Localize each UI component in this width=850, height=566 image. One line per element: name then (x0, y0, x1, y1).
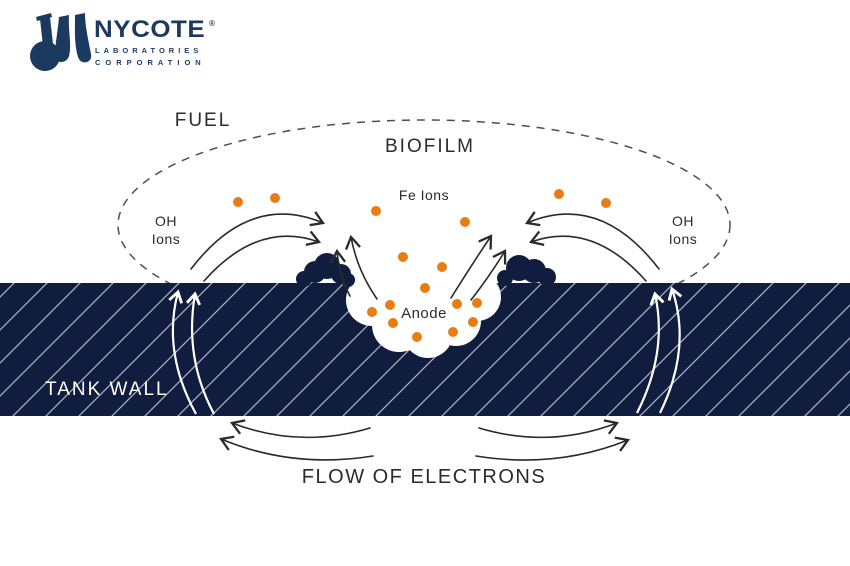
logo-corporation-text: CORPORATION (95, 58, 206, 67)
wall-arrow-right-1 (636, 291, 665, 414)
fe-ion-dot (420, 283, 430, 293)
fe-ion-dot (448, 327, 458, 337)
bottom-arrow-left-lower (219, 435, 374, 461)
biofilm-label: BIOFILM (384, 136, 476, 157)
wall-arrow-left-1 (168, 289, 197, 415)
oh-ions-right-line2: Ions (668, 231, 698, 247)
fe-ion-dot (412, 332, 422, 342)
fe-ion-dot (367, 307, 377, 317)
tank-wall-label: TANK WALL (45, 379, 169, 400)
oh-arrow-left-upper (190, 211, 325, 270)
fe-ion-dot (601, 198, 611, 208)
registered-trademark-icon: ® (209, 19, 215, 28)
fe-ion-dot (468, 317, 478, 327)
logo-laboratories-text: LABORATORIES (95, 46, 203, 55)
logo-brand-text: NYCOTE (94, 16, 206, 43)
fe-ion-dot (437, 262, 447, 272)
oh-arrow-left-lower (203, 230, 322, 282)
oh-ions-left-line2: Ions (151, 231, 181, 247)
flask-logo-icon (30, 13, 92, 71)
wall-arrow-right-2 (659, 286, 683, 414)
fe-ion-dot (460, 217, 470, 227)
corrosion-pit (346, 266, 501, 358)
oh-ions-left-line1: OH (155, 213, 177, 229)
electron-flow-arrows-bottom (219, 419, 631, 461)
bottom-arrow-right-upper (478, 419, 620, 439)
pit-arrow-left-inner (344, 234, 378, 300)
oh-ion-arrows (190, 211, 660, 282)
electron-arrows-through-wall (168, 286, 683, 415)
fe-ion-dot (472, 298, 482, 308)
bottom-arrow-left-upper (229, 419, 371, 439)
fe-ion-release-arrows (329, 234, 507, 301)
oh-ions-right-line1: OH (672, 213, 694, 229)
fe-ion-dot (452, 299, 462, 309)
tubercle-left (296, 253, 355, 287)
biofilm-boundary-ellipse (117, 119, 731, 331)
fe-ion-dot (398, 252, 408, 262)
fe-ion-dot (371, 206, 381, 216)
fe-ions-label: Fe Ions (398, 187, 450, 203)
fe-ion-dot (554, 189, 564, 199)
pit-arrow-left-outer (329, 248, 351, 297)
bottom-arrow-right-lower (475, 436, 631, 461)
tubercle-right (497, 255, 556, 286)
fuel-label: FUEL (174, 110, 232, 131)
fe-ion-dot (385, 300, 395, 310)
fe-ion-dot (233, 197, 243, 207)
flow-of-electrons-label: FLOW OF ELECTRONS (301, 466, 547, 488)
fe-ion-dot (270, 193, 280, 203)
fe-ion-dot (388, 318, 398, 328)
oh-arrow-right-upper (525, 211, 660, 270)
pit-arrow-right-inner (450, 234, 493, 299)
anode-label: Anode (401, 305, 447, 322)
pit-arrow-right-outer (470, 249, 507, 301)
wall-arrow-left-2 (185, 291, 215, 415)
fe-ion-dots (233, 189, 611, 342)
oh-ions-label-left: OH Ions (152, 212, 180, 248)
oh-arrow-right-lower (528, 230, 647, 282)
oh-ions-label-right: OH Ions (669, 212, 697, 248)
